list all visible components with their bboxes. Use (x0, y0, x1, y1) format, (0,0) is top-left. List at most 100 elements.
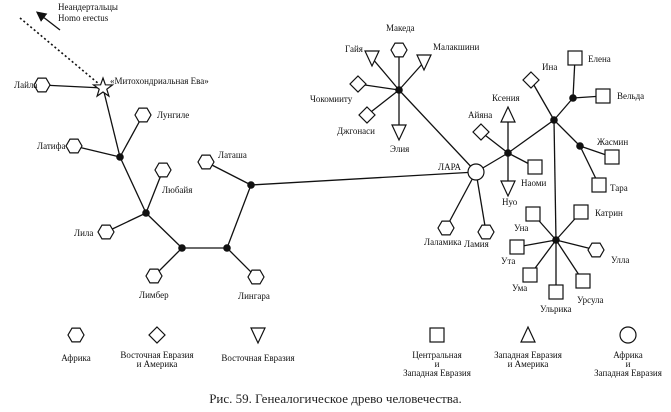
node-label: Элия (390, 144, 409, 154)
diamond-icon (358, 106, 376, 124)
node-label: Македа (386, 23, 415, 33)
neanderthal-dotted-line (19, 17, 100, 85)
legend-tridown-icon (250, 327, 266, 345)
arrow-icon (35, 11, 61, 31)
node-label: Елена (588, 54, 611, 64)
node-label: Лунгиле (157, 110, 189, 120)
square-icon (591, 177, 607, 193)
diamond-icon (472, 123, 490, 141)
diamond-icon (349, 75, 367, 93)
hex-icon (197, 154, 215, 170)
hex-icon (97, 224, 115, 240)
tree-branch (366, 89, 400, 116)
node-label: Ульрика (540, 304, 572, 314)
legend-diamond-icon (148, 326, 166, 344)
tree-branch (398, 61, 425, 91)
annotation-neanderthals: Неандертальцы (58, 2, 118, 12)
node-label: Улла (611, 255, 629, 265)
node-label: Чокомииту (310, 94, 353, 104)
branch-junction (223, 244, 231, 252)
tree-branch (119, 156, 147, 214)
tree-branch (553, 119, 557, 241)
node-label: Ламия (464, 239, 489, 249)
legend-label: Восточная Евразия (221, 353, 294, 363)
node-label: Жасмин (597, 137, 628, 147)
node-label: Гайя (345, 44, 363, 54)
tree-branch (250, 171, 477, 186)
hex-icon (477, 224, 495, 240)
hex-icon (437, 220, 455, 236)
square-icon (548, 284, 564, 300)
tree-branch (398, 89, 477, 173)
square-icon (595, 88, 611, 104)
legend-label: и Америка (137, 359, 178, 369)
tree-branch (41, 84, 104, 89)
diamond-icon (522, 71, 540, 89)
node-label: Джгонаси (337, 126, 375, 136)
node-label: Лимбер (139, 290, 169, 300)
tree-branch (205, 161, 252, 186)
figure-caption: Рис. 59. Генеалогическое древо человечес… (209, 391, 462, 406)
branch-junction (552, 236, 560, 244)
tree-branch (145, 212, 183, 249)
legend-label: Западная Евразия (403, 368, 471, 378)
node-label: Ута (501, 256, 515, 266)
branch-junction (116, 153, 124, 161)
node-label: Тара (610, 183, 628, 193)
branch-junction (576, 142, 584, 150)
tree-branch (475, 171, 487, 233)
tree-branch (226, 184, 252, 249)
legend-label: и (435, 359, 440, 369)
node-label: Малакшини (433, 42, 479, 52)
node-label: Латифа (37, 141, 65, 151)
branch-junction (569, 94, 577, 102)
hex-icon (390, 42, 408, 58)
star-icon (91, 76, 115, 98)
tree-branch (553, 97, 574, 121)
branch-junction (247, 181, 255, 189)
node-label: Латаша (218, 150, 247, 160)
branch-junction (504, 149, 512, 157)
legend-triup-icon (520, 325, 536, 343)
hex-icon (247, 269, 265, 285)
eve-label: «Митохондриальная Ева» (110, 76, 209, 86)
legend-hex-icon (67, 327, 85, 343)
legend-label: Западная Евразия (494, 350, 562, 360)
branch-junction (550, 116, 558, 124)
legend-circle-icon (619, 326, 637, 344)
hex-icon (134, 107, 152, 123)
node-label: Айяна (468, 110, 492, 120)
square-icon (567, 50, 583, 66)
tree-branch (445, 171, 477, 229)
hex-icon (587, 242, 605, 258)
square-icon (522, 267, 538, 283)
node-label: Нуо (502, 197, 518, 207)
hex-icon (154, 162, 172, 178)
tridown-icon (500, 180, 516, 198)
node-label: Ума (512, 283, 527, 293)
legend-label: и Америка (508, 359, 549, 369)
node-label: Урсула (577, 295, 604, 305)
legend-label: Западная Евразия (594, 368, 662, 378)
node-label: Лила (74, 228, 93, 238)
tridown-icon (364, 50, 380, 68)
square-icon (509, 239, 525, 255)
node-label: Любайя (162, 185, 192, 195)
square-icon (527, 159, 543, 175)
branch-junction (178, 244, 186, 252)
node-label: Лингара (238, 291, 270, 301)
branch-junction (395, 86, 403, 94)
square-icon (575, 273, 591, 289)
hex-icon (145, 268, 163, 284)
square-icon (604, 149, 620, 165)
circle-icon (467, 163, 485, 181)
tree-branch (102, 87, 121, 158)
tree-branch (553, 119, 581, 147)
hex-icon (65, 138, 83, 154)
tree-branch (530, 79, 555, 121)
legend-label: Восточная Евразия (120, 350, 193, 360)
tree-branch (73, 145, 121, 158)
annotation-homo-erectus: Homo erectus (58, 13, 109, 23)
node-label: Вельда (617, 91, 644, 101)
